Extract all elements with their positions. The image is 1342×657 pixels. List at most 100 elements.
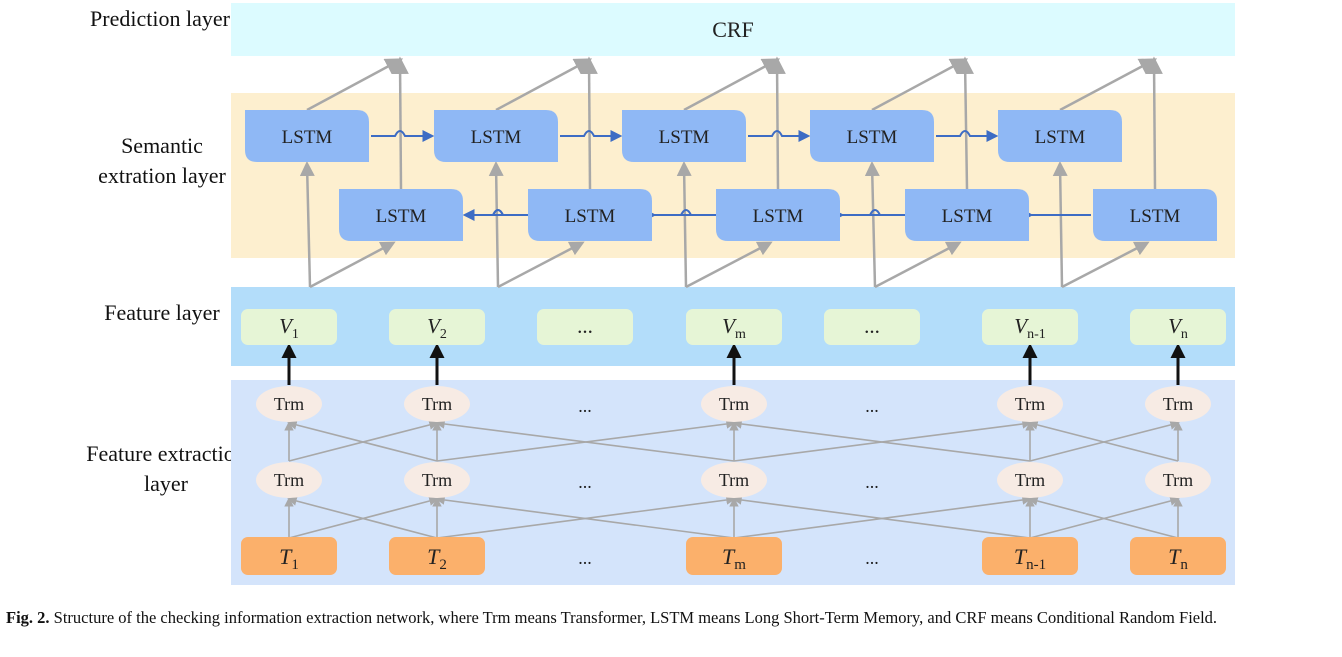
feature-to-forward-lstm — [488, 161, 504, 288]
forward-lstm-link — [748, 130, 811, 142]
trm-node — [1145, 462, 1211, 498]
backward-lstm-cell — [528, 189, 652, 241]
backward-lstm-to-crf — [391, 56, 409, 190]
token-ellipsis: ... — [865, 548, 879, 568]
feature-node — [824, 309, 920, 345]
forward-lstm-cell — [810, 110, 934, 162]
trm-node — [256, 462, 322, 498]
token-node-label: Tm — [722, 544, 746, 573]
feature-node — [537, 309, 633, 345]
token-node-label: Tn — [1168, 544, 1188, 573]
feature-extraction-layer-label: Feature extraction layer — [86, 441, 246, 496]
token-to-trm-connection — [1028, 496, 1179, 539]
forward-lstm-link — [560, 130, 623, 142]
trm-ellipsis: ... — [578, 396, 592, 416]
forward-lstm-link — [371, 130, 435, 142]
trm-ellipsis: ... — [865, 472, 879, 492]
lstm-label: LSTM — [1130, 206, 1181, 227]
feature-node — [389, 309, 485, 345]
trm-label: Trm — [719, 470, 749, 490]
feature-node-label: Vn-1 — [1014, 314, 1046, 342]
lstm-label: LSTM — [847, 127, 898, 148]
prediction-layer-label: Prediction layer — [90, 6, 230, 31]
lstm-label: LSTM — [282, 127, 333, 148]
feature-to-backward-lstm — [1061, 241, 1150, 289]
trm-label: Trm — [274, 470, 304, 490]
backward-lstm-cell — [1093, 189, 1217, 241]
feature-to-forward-lstm — [864, 161, 880, 288]
trm-label: Trm — [719, 394, 749, 414]
trm-label: Trm — [422, 470, 452, 490]
token-node — [686, 537, 782, 575]
feature-node — [686, 309, 782, 345]
feature-node-label: V2 — [427, 314, 447, 342]
forward-lstm-cell — [998, 110, 1122, 162]
feature-to-backward-lstm — [685, 241, 773, 289]
backward-lstm-cell — [339, 189, 463, 241]
trm-node — [1145, 386, 1211, 422]
token-to-trm-connection — [435, 495, 735, 539]
trm-label: Trm — [1163, 394, 1193, 414]
feature-to-forward-lstm — [1052, 161, 1068, 288]
lstm-label: LSTM — [565, 206, 616, 227]
trm-label: Trm — [274, 394, 304, 414]
forward-lstm-to-crf — [683, 58, 781, 112]
feature-node — [1130, 309, 1226, 345]
token-node — [1130, 537, 1226, 575]
feature-node-label: ... — [864, 314, 880, 338]
feature-to-forward-lstm — [299, 161, 315, 288]
feature-node-label: Vm — [722, 314, 746, 342]
trm-label: Trm — [1015, 394, 1045, 414]
trm-label: Trm — [1015, 470, 1045, 490]
lstm-label: LSTM — [942, 206, 993, 227]
token-to-trm-connection — [287, 496, 438, 539]
lstm-label: LSTM — [471, 127, 522, 148]
trm-to-trm-connection — [435, 419, 735, 462]
token-node-label: Tn-1 — [1014, 544, 1046, 573]
backward-lstm-cell — [905, 189, 1029, 241]
trm-label: Trm — [1163, 470, 1193, 490]
token-node — [389, 537, 485, 575]
trm-ellipsis: ... — [578, 472, 592, 492]
forward-lstm-cell — [245, 110, 369, 162]
feature-to-forward-lstm — [676, 161, 692, 288]
feature-node-label: V1 — [279, 314, 299, 342]
token-node-label: T2 — [427, 544, 447, 573]
trm-to-trm-connection — [287, 420, 438, 462]
forward-lstm-cell — [622, 110, 746, 162]
feature-node-label: Vn — [1168, 314, 1188, 342]
forward-lstm-to-crf — [871, 58, 969, 112]
backward-lstm-cell — [716, 189, 840, 241]
crf-label: CRF — [712, 17, 754, 42]
forward-lstm-to-crf — [495, 58, 593, 112]
trm-node — [997, 462, 1063, 498]
backward-lstm-to-crf — [1145, 56, 1163, 190]
feature-node — [241, 309, 337, 345]
trm-node — [404, 462, 470, 498]
feature-to-backward-lstm — [874, 241, 962, 289]
trm-node — [256, 386, 322, 422]
prediction-layer-bg — [231, 3, 1235, 56]
lstm-label: LSTM — [753, 206, 804, 227]
feature-layer-label: Feature layer — [104, 300, 220, 325]
trm-node — [404, 386, 470, 422]
trm-to-trm-connection — [732, 419, 1031, 462]
feature-node — [982, 309, 1078, 345]
trm-label: Trm — [422, 394, 452, 414]
trm-node — [701, 462, 767, 498]
backward-lstm-to-crf — [956, 56, 974, 190]
figure-caption: Fig. 2. Structure of the checking inform… — [6, 606, 1336, 630]
token-node — [982, 537, 1078, 575]
semantic-layer-label: Semantic extration layer — [98, 133, 226, 188]
trm-to-trm-connection — [1028, 420, 1179, 462]
forward-lstm-cell — [434, 110, 558, 162]
token-ellipsis: ... — [578, 548, 592, 568]
backward-lstm-to-crf — [768, 56, 786, 190]
caption-label: Fig. 2. — [6, 608, 50, 627]
feature-node-label: ... — [577, 314, 593, 338]
trm-node — [701, 386, 767, 422]
token-node — [241, 537, 337, 575]
backward-lstm-link — [462, 209, 526, 221]
forward-lstm-to-crf — [306, 58, 404, 112]
